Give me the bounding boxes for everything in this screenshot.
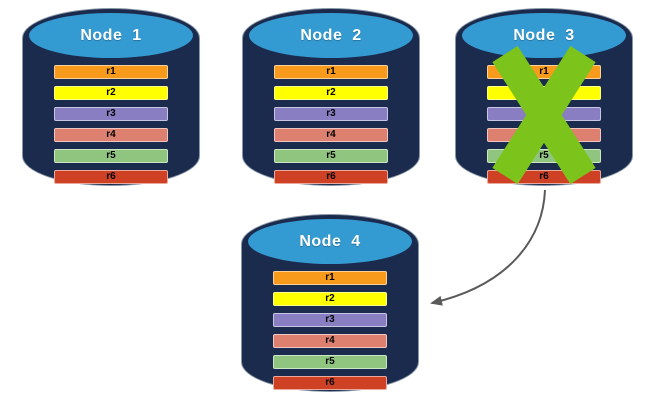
replica-bar-r4: r4 [274,128,388,142]
replica-bar-r6: r6 [274,170,388,184]
node-4-replica-list: r1 r2 r3 r4 r5 r6 [273,271,387,390]
node-3-label: Node 3 [513,26,575,44]
node-4: Node 4 r1 r2 r3 r4 r5 r6 [241,214,419,392]
replica-bar-r5: r5 [273,355,387,369]
replica-bar-r3: r3 [273,313,387,327]
node-3-replica-list: r1 r2 r3 r4 r5 r6 [487,65,601,184]
replica-bar-r1: r1 [487,65,601,79]
replica-bar-r4: r4 [54,128,168,142]
replica-bar-r2: r2 [54,86,168,100]
replica-bar-r5: r5 [274,149,388,163]
replica-bar-r5: r5 [487,149,601,163]
replication-arrow-path [430,189,546,306]
node-3: Node 3 r1 r2 r3 r4 r5 r6 [455,8,633,186]
replica-bar-r6: r6 [54,170,168,184]
node-2-top-ellipse: Node 2 [249,13,413,58]
replica-bar-r1: r1 [54,65,168,79]
node-4-label: Node 4 [299,232,361,250]
node-1-label: Node 1 [80,26,142,44]
replica-bar-r2: r2 [487,86,601,100]
replica-bar-r5: r5 [54,149,168,163]
replica-bar-r4: r4 [273,334,387,348]
replica-bar-r2: r2 [274,86,388,100]
node-4-top-ellipse: Node 4 [248,219,412,264]
replica-bar-r6: r6 [487,170,601,184]
node-1-replica-list: r1 r2 r3 r4 r5 r6 [54,65,168,184]
replica-bar-r1: r1 [274,65,388,79]
node-1-top-ellipse: Node 1 [29,13,193,58]
node-2-label: Node 2 [300,26,362,44]
node-2: Node 2 r1 r2 r3 r4 r5 r6 [242,8,420,186]
replica-bar-r3: r3 [54,107,168,121]
replica-bar-r4: r4 [487,128,601,142]
replica-bar-r1: r1 [273,271,387,285]
replica-bar-r3: r3 [274,107,388,121]
replica-bar-r2: r2 [273,292,387,306]
node-1: Node 1 r1 r2 r3 r4 r5 r6 [22,8,200,186]
node-3-top-ellipse: Node 3 [462,13,626,58]
replica-bar-r6: r6 [273,376,387,390]
node-2-replica-list: r1 r2 r3 r4 r5 r6 [274,65,388,184]
replica-bar-r3: r3 [487,107,601,121]
